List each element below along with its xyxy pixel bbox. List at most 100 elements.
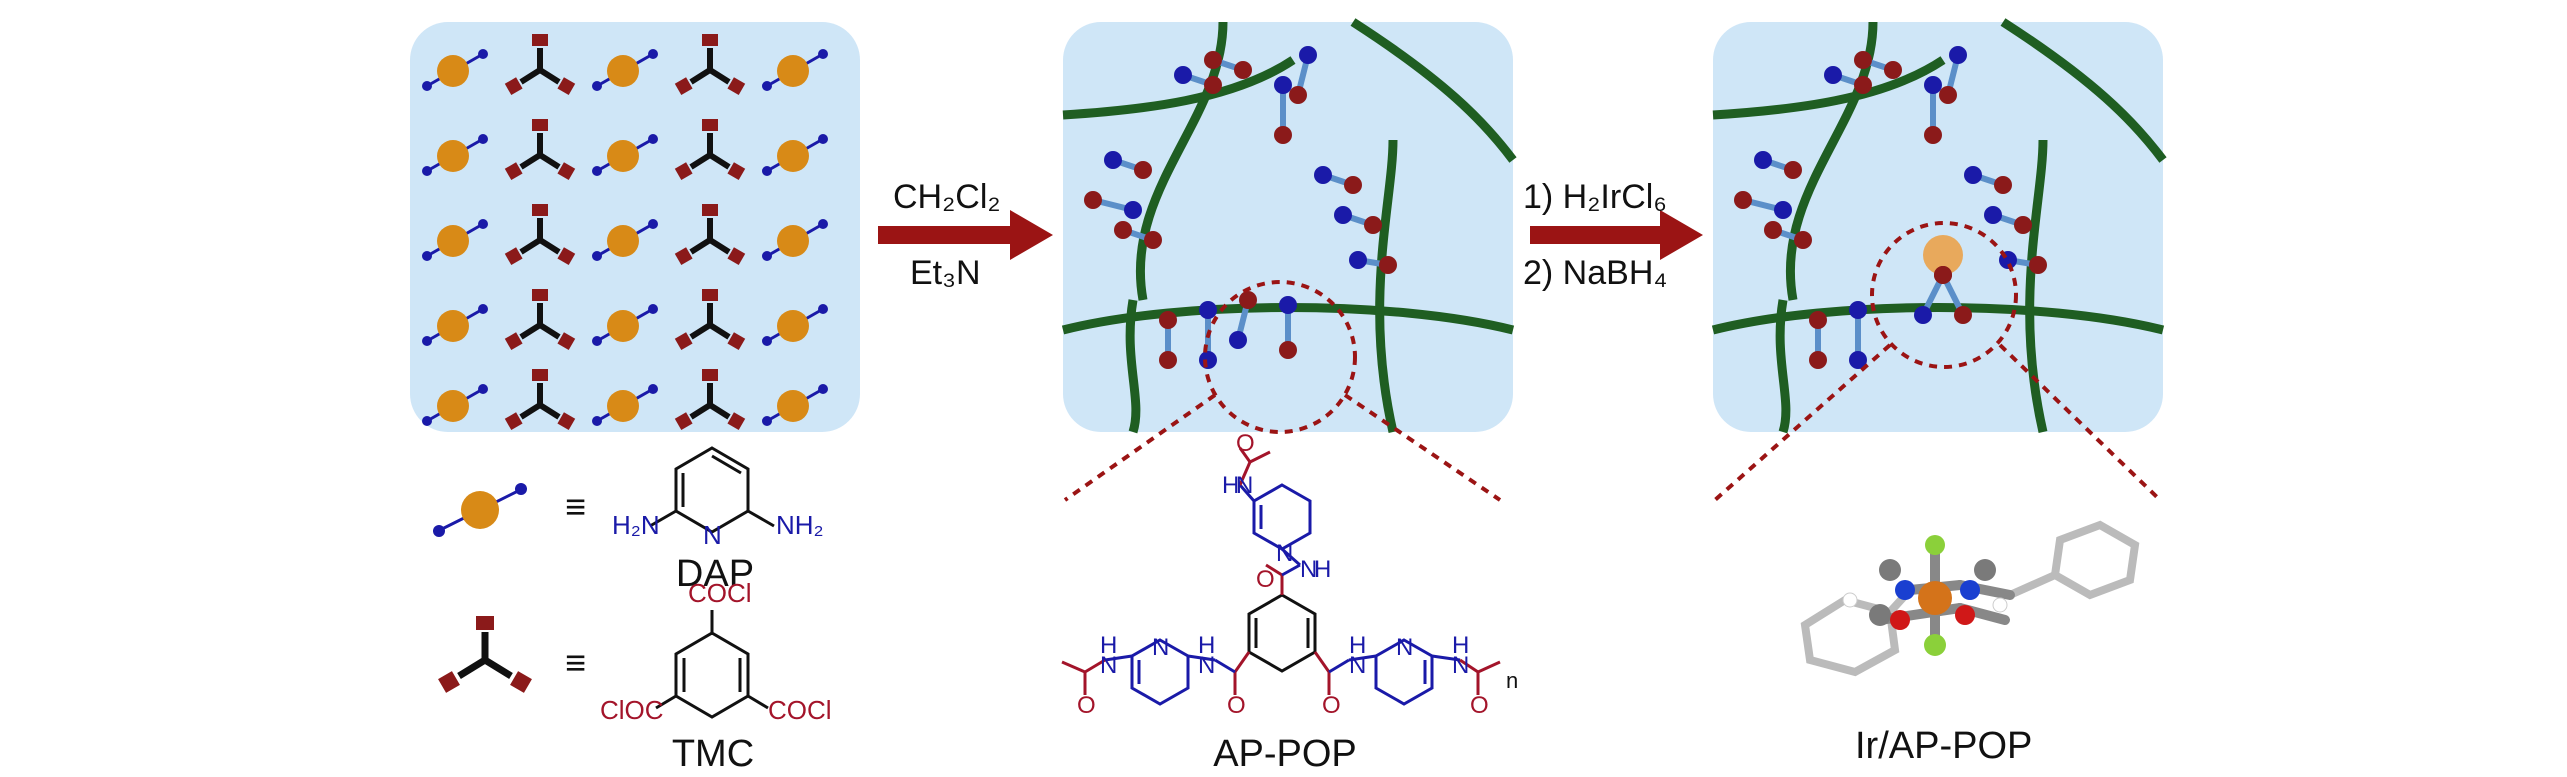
arrow1-line1: CH₂Cl₂ [893, 178, 1001, 216]
reaction-arrow-icon [878, 210, 1053, 260]
tmc-right-group: COCl [768, 695, 832, 725]
polymer-chain [1350, 18, 1517, 163]
polymer-chain [1711, 303, 2165, 335]
polymer-chain [1062, 56, 1296, 120]
arrow2-line1: 1) H₂IrCl₆ [1523, 178, 1668, 216]
tmc-name: TMC [671, 733, 755, 775]
amide-linker [1084, 191, 1142, 219]
amide-linker [1849, 301, 1867, 369]
amide-linker [1754, 151, 1802, 179]
tmc-monomer-icon [504, 34, 576, 96]
tmc-monomer-icon [674, 204, 746, 266]
highlight-circle-ap-pop [1203, 280, 1357, 434]
ap-pop-left-n: N [1100, 652, 1118, 679]
tmc-equiv: ≡ [565, 642, 587, 683]
ap-pop-center-h: H [1314, 556, 1332, 583]
tmc-monomer-icon [674, 289, 746, 351]
polymer-network-ap-pop [1061, 18, 1517, 434]
polymer-chain [1775, 299, 1791, 434]
caption-ap-pop: AP-POP [1213, 733, 1357, 775]
tmc-structure [655, 610, 769, 719]
ap-pop-mid-left-h: H [1198, 632, 1216, 659]
dap-monomer-icon [592, 384, 658, 426]
tmc-monomer-icon [504, 369, 576, 431]
amide-linker [1204, 51, 1252, 79]
highlight-circle-ir [1870, 221, 2018, 369]
ap-pop-structure [1061, 447, 1501, 706]
amide-linker [1809, 311, 1827, 369]
polymer-chain [1712, 56, 1946, 120]
ap-pop-right-ring-n: N [1396, 634, 1414, 661]
zoom-line-right-ir [1998, 343, 2162, 502]
polymer-chain [1125, 299, 1141, 434]
amide-linker [1229, 291, 1257, 349]
amide-linker [1174, 66, 1222, 94]
ap-pop-center-nh: N [1300, 556, 1318, 583]
dap-monomer-icon [592, 304, 658, 346]
amide-linker [1159, 311, 1177, 369]
amide-linker [1764, 221, 1812, 249]
ap-pop-panel [1063, 22, 1513, 432]
amide-linker [1854, 51, 1902, 79]
ap-pop-left-o: O [1077, 692, 1096, 719]
dap-left-group: H₂N [612, 510, 660, 540]
ir-ap-pop-panel [1713, 22, 2163, 432]
caption-ir-ap-pop: Ir/AP-POP [1855, 725, 2033, 767]
ap-pop-top-nh-h: H [1222, 472, 1240, 499]
amide-linker [1964, 166, 2012, 194]
reaction-arrow-icon [1530, 210, 1703, 260]
amide-linker [1824, 66, 1872, 94]
tmc-monomer-icon [438, 616, 532, 693]
ap-pop-right-h: H [1452, 632, 1470, 659]
ap-pop-mid-right-h: H [1349, 632, 1367, 659]
ap-pop-mid-right-o: O [1322, 692, 1341, 719]
dap-monomer-icon [592, 134, 658, 176]
amide-linker [1924, 76, 1942, 144]
polymer-network-ir-ap-pop [1711, 18, 2167, 434]
dap-monomer-icon [762, 219, 828, 261]
amide-linker [1274, 76, 1292, 144]
dap-monomer-icon [422, 134, 488, 176]
dap-equiv: ≡ [565, 486, 587, 527]
tmc-monomer-icon [504, 289, 576, 351]
amide-linker [1314, 166, 1362, 194]
dap-monomer-icon [422, 219, 488, 261]
dap-ring-n: N [703, 520, 722, 550]
polymer-chain [2000, 18, 2167, 163]
ap-pop-left-h: H [1100, 632, 1118, 659]
tmc-monomer-icon [674, 119, 746, 181]
ap-pop-mid-left-o: O [1227, 692, 1246, 719]
amide-linker [1934, 266, 1972, 324]
ap-pop-repeat-n: n [1506, 668, 1519, 693]
amide-linker [1114, 221, 1162, 249]
monomer-grid [422, 34, 828, 431]
amide-linker [1289, 46, 1317, 104]
ir-nanoparticle-icon [1923, 235, 1963, 275]
amide-linker [1939, 46, 1967, 104]
ir-complex-model-icon [1800, 520, 2140, 677]
ap-pop-top-nh-n: N [1236, 472, 1254, 499]
tmc-monomer-icon [674, 369, 746, 431]
arrow2-line2: 2) NaBH₄ [1523, 254, 1668, 292]
tmc-monomer-icon [504, 204, 576, 266]
amide-linker [1984, 206, 2032, 234]
tmc-monomer-icon [674, 34, 746, 96]
dap-monomer-icon [762, 304, 828, 346]
zoom-line-left-mid [1063, 393, 1217, 502]
ap-pop-right-o: O [1470, 692, 1489, 719]
dap-monomer-icon [422, 384, 488, 426]
monomer-panel [410, 22, 860, 432]
ap-pop-right-n: N [1452, 652, 1470, 679]
dap-right-group: NH₂ [776, 510, 824, 540]
zoom-line-right-mid [1343, 393, 1502, 502]
arrow1-line2: Et₃N [910, 254, 981, 292]
amide-linker [1999, 251, 2047, 274]
dap-monomer-icon [762, 134, 828, 176]
dap-structure [649, 446, 775, 534]
amide-linker [1734, 191, 1792, 219]
dap-name: DAP [675, 553, 755, 595]
dap-monomer-icon [433, 483, 527, 537]
tmc-top-group: COCl [688, 578, 752, 608]
amide-linker [1279, 296, 1297, 359]
